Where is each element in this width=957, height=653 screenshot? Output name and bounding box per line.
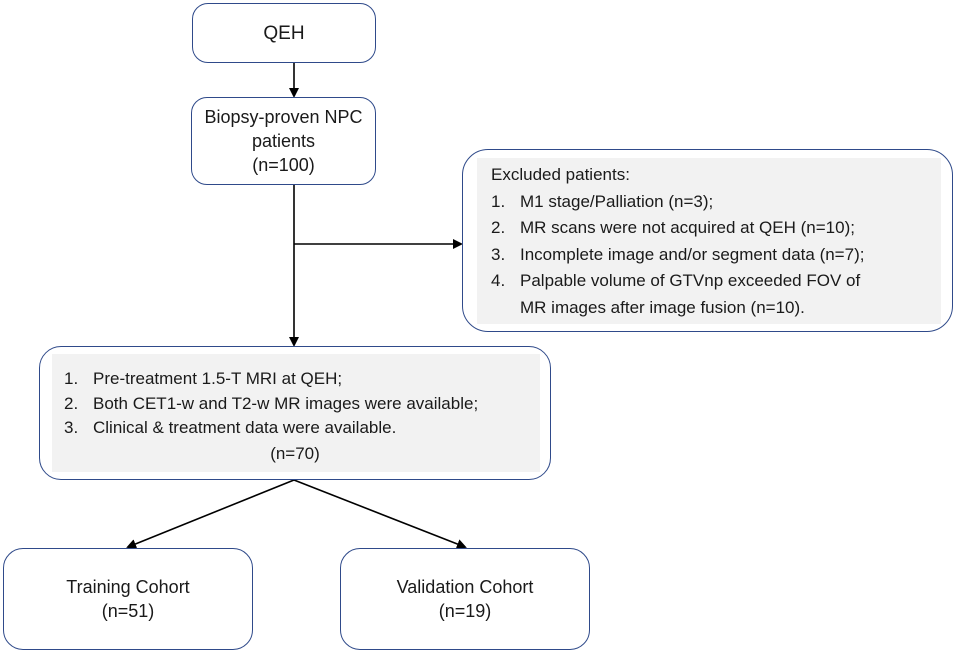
criteria-item-1: 1.Pre-treatment 1.5-T MRI at QEH; <box>64 369 343 388</box>
excluded-heading: Excluded patients: <box>491 165 630 184</box>
qeh-box: QEH <box>192 3 376 63</box>
excluded-list: Excluded patients: 1.M1 stage/Palliation… <box>491 162 864 321</box>
excluded-item-1: 1.M1 stage/Palliation (n=3); <box>491 191 714 211</box>
excluded-item-2: 2.MR scans were not acquired at QEH (n=1… <box>491 218 855 237</box>
excluded-item-4-cont: MR images after image fusion (n=10). <box>520 297 805 317</box>
criteria-item-2: 2.Both CET1-w and T2-w MR images were av… <box>64 393 479 413</box>
training-label: Training Cohort <box>66 577 190 597</box>
validation-label: Validation Cohort <box>396 577 534 597</box>
validation-box: Validation Cohort (n=19) <box>340 548 590 650</box>
excluded-item-4: 4.Palpable volume of GTVnp exceeded FOV … <box>491 271 861 290</box>
excluded-shade <box>477 158 941 324</box>
criteria-shade <box>52 354 540 472</box>
excluded-box: Excluded patients: 1.M1 stage/Palliation… <box>462 149 953 332</box>
training-count: (n=51) <box>101 601 155 621</box>
validation-count: (n=19) <box>438 601 492 621</box>
arrow-to-training <box>126 479 295 549</box>
criteria-list: 1.Pre-treatment 1.5-T MRI at QEH; 2.Both… <box>64 367 478 441</box>
biopsy-line2: patients <box>251 131 316 151</box>
criteria-box: 1.Pre-treatment 1.5-T MRI at QEH; 2.Both… <box>39 346 551 480</box>
criteria-count: (n=70) <box>270 444 320 463</box>
criteria-item-3: 3.Clinical & treatment data were availab… <box>64 418 397 437</box>
biopsy-line1: Biopsy-proven NPC <box>204 107 363 127</box>
training-box: Training Cohort (n=51) <box>3 548 253 650</box>
arrow-to-validation <box>293 479 467 549</box>
excluded-item-3: 3.Incomplete image and/or segment data (… <box>491 244 865 264</box>
qeh-label: QEH <box>263 23 305 44</box>
biopsy-box: Biopsy-proven NPC patients (n=100) <box>191 97 376 185</box>
biopsy-count: (n=100) <box>252 155 315 175</box>
